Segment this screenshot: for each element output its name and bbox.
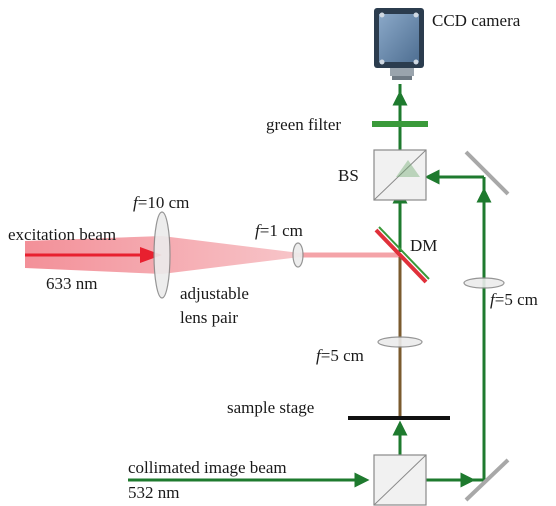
label-green-filter: green filter — [266, 115, 341, 134]
dichroic-mirror — [374, 226, 430, 284]
label-excitation-beam: excitation beam — [8, 225, 116, 244]
label-dm: DM — [410, 236, 437, 255]
label-adjustable-line1: adjustable — [180, 284, 249, 303]
beam-splitter-upper — [373, 149, 427, 201]
mirror-top-right — [464, 150, 510, 196]
lens-large-left — [153, 211, 171, 299]
green-beam-paths — [128, 84, 492, 488]
label-lens-small-focal: f=1 cm — [255, 221, 303, 240]
label-adjustable-line2: lens pair — [180, 308, 238, 327]
label-bs: BS — [338, 166, 359, 185]
sample-stage — [348, 416, 450, 420]
label-lens-right-focal: f=5 cm — [490, 290, 538, 309]
label-sample-stage: sample stage — [227, 398, 314, 417]
green-filter — [372, 121, 428, 127]
lens-right — [463, 277, 505, 289]
lens-small — [292, 242, 304, 268]
label-collimated-beam: collimated image beam — [128, 458, 287, 477]
ccd-camera — [374, 8, 424, 80]
lens-center — [377, 336, 423, 348]
mirror-bottom-right — [464, 458, 510, 502]
label-excitation-wavelength: 633 nm — [46, 274, 97, 293]
beam-splitter-lower — [373, 454, 427, 506]
label-lens-large-focal: f=10 cm — [133, 193, 189, 212]
label-ccd-camera: CCD camera — [432, 11, 521, 30]
label-lens-center-focal: f=5 cm — [316, 346, 364, 365]
label-collimated-wavelength: 532 nm — [128, 483, 179, 502]
